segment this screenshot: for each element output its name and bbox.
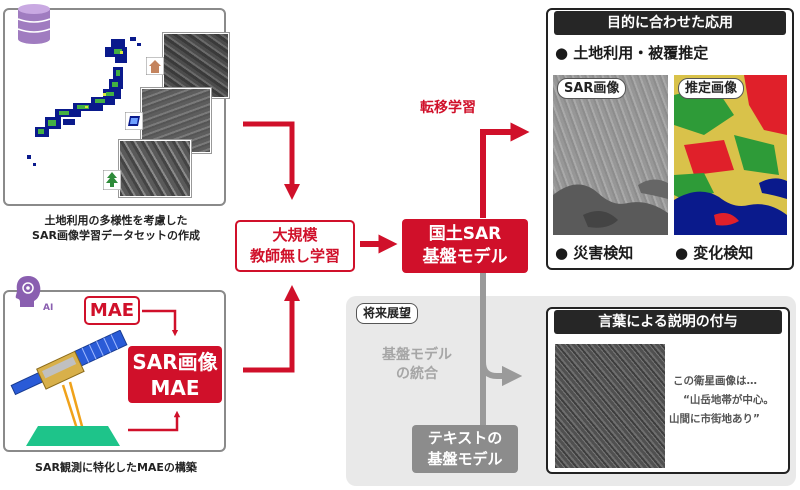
sar-mae-box: SAR画像 MAE [128,346,222,403]
japan-map-icon [25,35,175,170]
sar-thumbnail-urban [163,33,229,98]
estimated-image-label: 推定画像 [678,78,745,99]
integration-label: 基盤モデル の統合 [382,347,452,382]
database-icon [16,3,52,45]
disaster-bullet: ● 災害検知 [555,244,634,262]
foundation-model-box: 国土SAR 基盤モデル [402,219,528,273]
sar-thumbnail-forest [119,140,191,197]
building-icon [146,57,164,75]
ai-head-icon [14,274,42,308]
estimated-image: 推定画像 [674,75,787,235]
change-bullet: ● 変化検知 [675,244,754,262]
forest-icon [103,170,121,190]
text-model-box: テキストの 基盤モデル [412,425,518,473]
water-icon [125,112,143,130]
explanation-text: この衛星画像は… “山岳地帯が中心。 山間に市街地あり” [669,375,774,425]
sar-image-label: SAR画像 [557,78,627,99]
explanation-header: 言葉による説明の付与 [554,310,782,334]
satellite-icon [8,330,138,446]
applications-header: 目的に合わせた応用 [554,11,786,35]
mountain-sar-image [555,344,665,468]
landuse-bullet: ● 土地利用・被覆推定 [555,44,709,62]
sar-image: SAR画像 [553,75,668,235]
transfer-label: 転移学習 [420,100,476,116]
pretraining-box: 大規模 教師無し学習 [235,220,355,272]
ai-label: AI [43,303,54,313]
mae-caption: SAR観測に特化したMAEの構築 [35,461,197,474]
dataset-caption: 土地利用の多様性を考慮した SAR画像学習データセットの作成 [32,214,200,242]
future-tag: 将来展望 [356,303,419,324]
mae-box: MAE [84,296,140,325]
